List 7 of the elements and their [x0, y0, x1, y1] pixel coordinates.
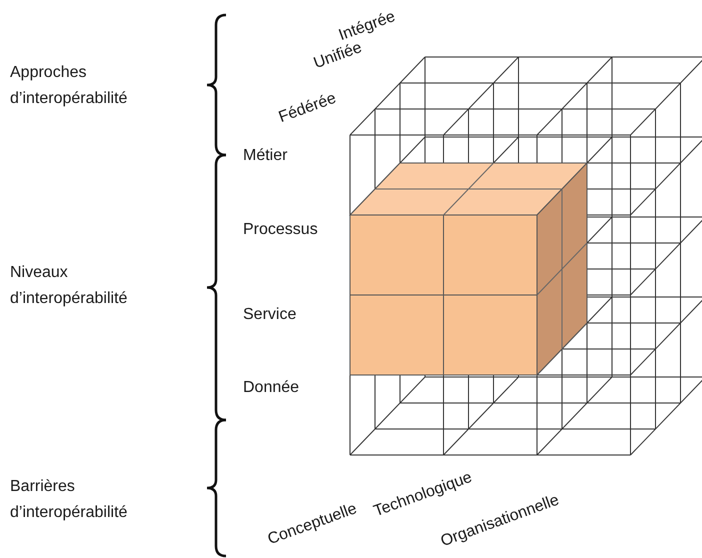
- axis-label: Donnée: [243, 378, 300, 398]
- group-label: Niveaux d’interopérabilité: [10, 263, 128, 309]
- axis-label: Service: [243, 305, 296, 325]
- axis-label: Métier: [243, 146, 288, 166]
- group-label: Approches d’interopérabilité: [10, 63, 128, 109]
- group-label: Barrières d’interopérabilité: [10, 477, 128, 523]
- axis-label: Processus: [243, 220, 318, 240]
